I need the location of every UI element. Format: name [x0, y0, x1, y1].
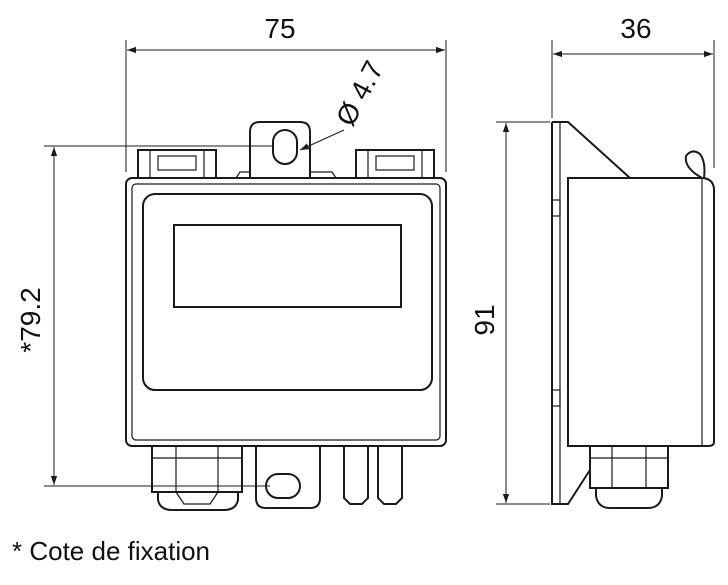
- housing-outline: [125, 177, 447, 447]
- top-mounting-tab: [235, 121, 337, 179]
- front-cover: [142, 193, 433, 391]
- dimension-mount-height: *79.2: [15, 145, 272, 487]
- mount-height-label: *79.2: [15, 287, 46, 352]
- bottom-left-cable-gland: [151, 445, 243, 511]
- side-cable-gland: [589, 445, 669, 509]
- dimension-hole-diameter: Ø 4.7: [299, 56, 390, 151]
- display-window: [173, 224, 402, 308]
- front-view: [125, 121, 447, 511]
- side-view: [551, 121, 715, 509]
- footnote-fixing-dimension: * Cote de fixation: [12, 536, 211, 566]
- side-body: [567, 150, 715, 447]
- bottom-mounting-tab: [255, 446, 321, 509]
- dimension-front-width: 75: [125, 13, 447, 172]
- total-height-label: 91: [469, 304, 500, 335]
- pressure-connectors: [343, 446, 403, 505]
- top-left-clip: [137, 149, 217, 179]
- top-right-clip: [355, 149, 435, 179]
- dimension-total-height: 91: [469, 121, 550, 505]
- front-width-label: 75: [264, 13, 295, 44]
- hole-diameter-label: Ø 4.7: [330, 56, 390, 131]
- housing-inner-edge: [131, 183, 441, 441]
- side-depth-label: 36: [620, 13, 651, 44]
- dimension-side-depth: 36: [551, 13, 715, 168]
